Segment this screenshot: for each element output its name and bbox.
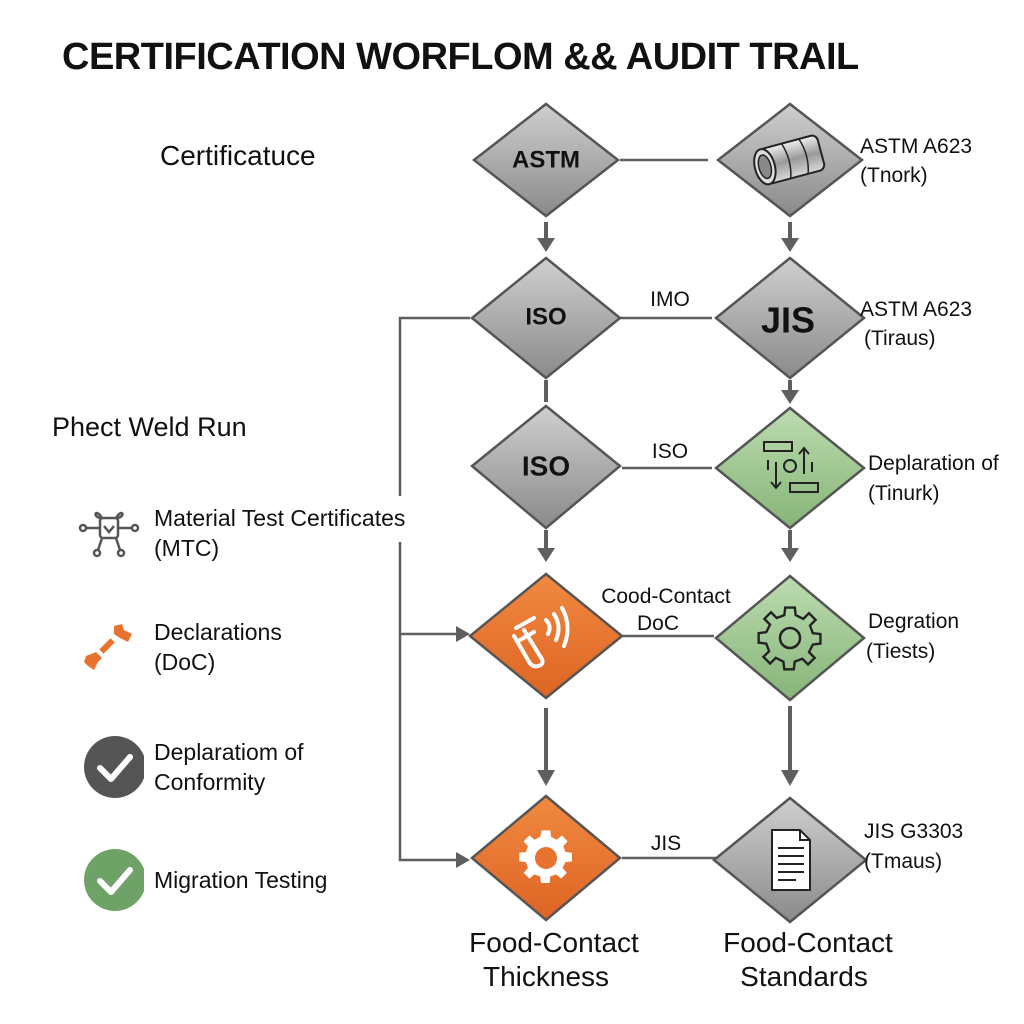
gear-icon xyxy=(519,830,572,883)
document-icon xyxy=(771,829,811,891)
node-test-probe[interactable] xyxy=(468,572,624,700)
node-gear-orange[interactable] xyxy=(470,794,622,922)
legend-label: Migration Testing xyxy=(154,867,328,893)
node-iso-1[interactable]: ISO xyxy=(470,256,622,380)
legend-item-conformity: Deplaratiom of Conformity xyxy=(74,732,304,802)
side-label: (Tnork) xyxy=(860,164,928,187)
node-astm[interactable]: ASTM xyxy=(471,102,621,218)
edge-label-food-contact: Cood-Contact xyxy=(601,585,731,608)
legend-label: Deplaratiom of Conformity xyxy=(154,739,304,795)
legend-item-doc: Declarations (DoC) xyxy=(74,612,282,682)
side-label: (Tiests) xyxy=(866,640,935,663)
node-jis[interactable]: JIS xyxy=(714,256,866,380)
gear-icon xyxy=(757,606,822,671)
side-label: JIS G3303 xyxy=(864,820,963,843)
orange-tools-icon xyxy=(74,612,144,682)
side-label: Degration xyxy=(868,610,959,633)
edge-label-jis: JIS xyxy=(651,832,681,855)
svg-text:ISO: ISO xyxy=(522,451,570,482)
side-label: Deplaration of xyxy=(868,452,999,475)
legend-label: Material Test Certificates (MTC) xyxy=(154,505,406,561)
side-label: ASTM A623 xyxy=(860,298,972,321)
legend-item-migration: Migration Testing xyxy=(74,845,327,915)
node-iso-2[interactable]: ISO xyxy=(470,404,622,530)
section-weld-run: Phect Weld Run xyxy=(52,412,247,442)
bottom-label: Thickness xyxy=(483,961,609,992)
horizontal-connectors xyxy=(620,158,716,860)
process-flow-icon xyxy=(763,441,819,493)
test-probe-icon xyxy=(512,606,570,669)
edge-label-doc: DoC xyxy=(637,612,679,635)
side-label: (Tinurk) xyxy=(868,482,940,505)
node-document[interactable] xyxy=(712,796,868,924)
node-pipe[interactable] xyxy=(715,102,865,218)
edge-label-iso: ISO xyxy=(652,440,688,463)
green-check-icon xyxy=(74,845,144,915)
legend-label: Declarations (DoC) xyxy=(154,619,282,675)
node-process-flow[interactable] xyxy=(714,406,866,530)
bottom-label: Food-Contact xyxy=(723,927,893,958)
side-label: (Tmaus) xyxy=(864,850,942,873)
dark-check-icon xyxy=(74,732,144,802)
bracket-connector xyxy=(398,316,470,862)
pipe-icon xyxy=(753,134,826,186)
section-certificate: Certificatuce xyxy=(160,140,316,171)
weld-robot-icon xyxy=(74,498,144,568)
edge-label-imo: IMO xyxy=(650,288,690,311)
side-label: ASTM A623 xyxy=(860,135,972,158)
arrow-head xyxy=(456,852,470,868)
bottom-label: Food-Contact xyxy=(469,927,639,958)
legend-item-mtc: Material Test Certificates (MTC) xyxy=(74,498,405,568)
page-title: CERTIFICATION WORFLOM && AUDIT TRAIL xyxy=(62,36,859,78)
svg-text:JIS: JIS xyxy=(761,300,815,341)
node-gear-green[interactable] xyxy=(714,574,866,702)
svg-text:ASTM: ASTM xyxy=(512,147,580,174)
bottom-label: Standards xyxy=(740,961,868,992)
side-label: (Tiraus) xyxy=(864,327,936,350)
vertical-connectors xyxy=(544,222,792,770)
svg-text:ISO: ISO xyxy=(525,304,566,331)
arrow-head xyxy=(456,626,470,642)
arrow-heads xyxy=(537,238,799,786)
